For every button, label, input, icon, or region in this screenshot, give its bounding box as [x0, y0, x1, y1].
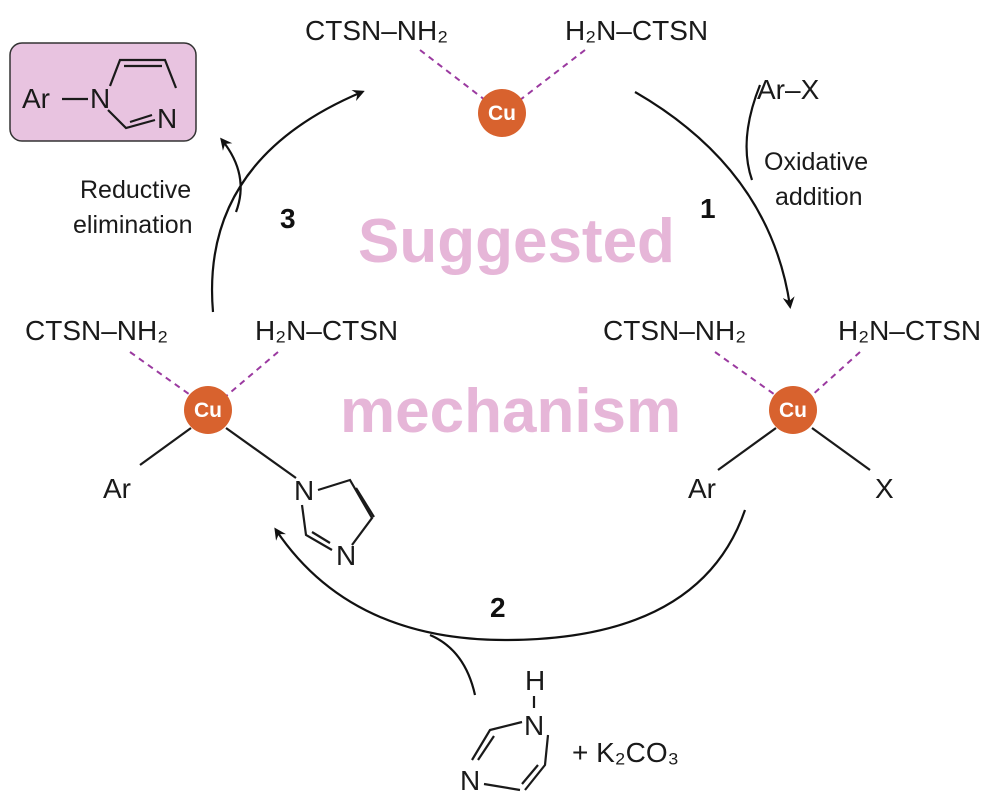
imidazole-reagent: H N N — [460, 665, 550, 796]
imidazole-h: H — [525, 665, 545, 696]
arrow-step-3 — [210, 89, 365, 313]
reagent-base: + K₂CO₃ — [572, 737, 679, 768]
imidazole-ring-a — [471, 720, 523, 761]
arrow-step-1 — [634, 91, 795, 309]
reagent-aryl-halide: Ar–X — [757, 74, 820, 105]
copper-label-right: Cu — [779, 399, 807, 422]
label-addition: addition — [775, 183, 863, 211]
arrow-step-2 — [274, 509, 747, 642]
right-ligand-right: H₂N–CTSN — [838, 315, 981, 346]
top-ligand-left: CTSN–NH₂ — [305, 15, 448, 46]
top-coord-left — [419, 49, 486, 101]
left-ligand-left: CTSN–NH₂ — [25, 315, 168, 346]
left-bond-imidazole — [225, 427, 297, 479]
left-coord-left — [129, 351, 194, 398]
watermark-suggested: Suggested — [358, 207, 675, 276]
copper-center-top — [478, 89, 526, 137]
left-coord-right — [224, 351, 279, 398]
right-group-ar: Ar — [688, 473, 716, 504]
product-aryl: Ar — [22, 83, 50, 114]
imidazole-n1: N — [524, 710, 544, 741]
imidazolyl-n3: N — [336, 540, 356, 571]
right-bond-x — [811, 427, 871, 471]
imidazolyl-n1: N — [294, 475, 314, 506]
label-elimination: elimination — [73, 211, 193, 239]
right-bond-ar — [717, 427, 777, 471]
step-number-2: 2 — [490, 592, 506, 623]
product-n3: N — [157, 103, 177, 134]
imidazolyl-ring-b — [300, 504, 333, 551]
product-structure: Ar N N — [22, 58, 178, 134]
arrow-aryl-halide-entry — [745, 84, 762, 181]
imidazole-ring-c — [483, 782, 521, 792]
right-group-x: X — [875, 473, 894, 504]
imidazolyl-double-a — [355, 487, 375, 518]
imidazole-double-b — [521, 764, 539, 785]
imidazolyl-ligand: N N — [294, 475, 375, 571]
arrow-imidazole-entry — [429, 633, 477, 696]
step-number-3: 3 — [280, 203, 296, 234]
copper-label-top: Cu — [488, 102, 516, 125]
product-ring-bottom — [107, 109, 156, 130]
watermark-mechanism: mechanism — [340, 377, 681, 446]
arrow-product-exit — [220, 137, 242, 213]
top-ligand-right: H₂N–CTSN — [565, 15, 708, 46]
product-n1: N — [90, 83, 110, 114]
step-number-1: 1 — [700, 193, 716, 224]
left-ligand-right: H₂N–CTSN — [255, 315, 398, 346]
right-coord-left — [714, 351, 779, 398]
label-oxidative: Oxidative — [764, 148, 868, 176]
left-bond-ar — [139, 427, 192, 466]
imidazole-n3: N — [460, 765, 480, 796]
complex-right: CTSN–NH₂ H₂N–CTSN Cu Ar X — [603, 315, 981, 504]
complex-left: CTSN–NH₂ H₂N–CTSN Cu Ar N N — [25, 315, 398, 571]
copper-label-left: Cu — [194, 399, 222, 422]
product-ring-top — [108, 58, 178, 89]
copper-center-right — [769, 386, 817, 434]
right-ligand-left: CTSN–NH₂ — [603, 315, 746, 346]
top-coord-right — [519, 49, 586, 101]
imidazolyl-double-b — [311, 531, 331, 544]
product-ring-double-2 — [129, 113, 153, 124]
copper-center-left — [184, 386, 232, 434]
left-group-ar: Ar — [103, 473, 131, 504]
right-coord-right — [809, 351, 861, 398]
label-reductive: Reductive — [80, 176, 191, 204]
imidazolyl-ring-a — [317, 478, 374, 546]
complex-top: CTSN–NH₂ H₂N–CTSN Cu — [305, 15, 708, 137]
imidazole-double-a — [477, 735, 495, 761]
imidazole-ring-b — [524, 734, 550, 791]
